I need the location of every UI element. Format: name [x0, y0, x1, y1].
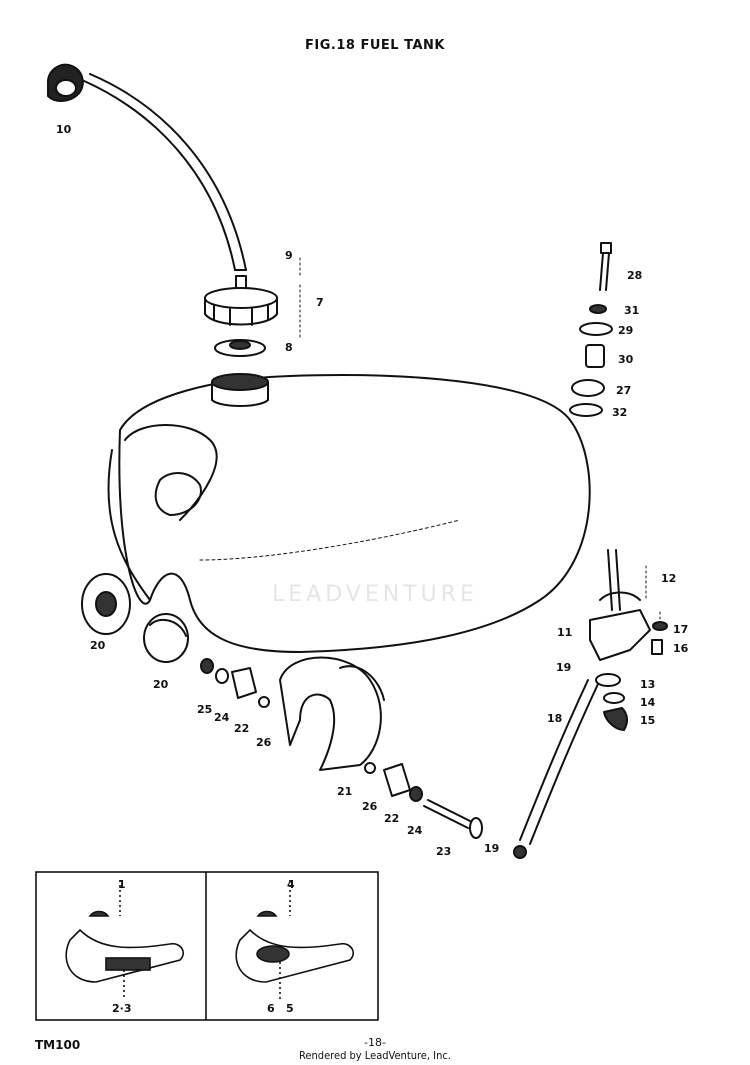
callout-14: 14 — [640, 696, 656, 709]
fuel-tank — [107, 373, 591, 653]
washer-24b — [409, 786, 423, 802]
washer-32 — [569, 403, 603, 417]
callout-22a: 22 — [234, 722, 249, 735]
cap-gasket — [214, 339, 266, 357]
callout-5: 5 — [286, 1002, 294, 1015]
callout-26b: 26 — [362, 800, 378, 813]
callout-20b: 20 — [153, 678, 169, 691]
cushion-22b — [383, 763, 411, 797]
callout-22b: 22 — [384, 812, 399, 825]
callout-12: 12 — [661, 572, 676, 585]
mount-bolt-23 — [423, 799, 483, 839]
callout-1: 1 — [118, 878, 126, 891]
callout-27: 27 — [616, 384, 631, 397]
washer-24 — [215, 668, 229, 684]
model-code: TM100 — [35, 1038, 81, 1052]
callout-30: 30 — [618, 353, 634, 366]
callout-25: 25 — [197, 703, 212, 716]
collar-26 — [258, 696, 270, 708]
nut-25 — [200, 658, 214, 674]
washer-29 — [579, 322, 613, 336]
callout-29: 29 — [618, 324, 633, 337]
callout-6: 6 — [267, 1002, 275, 1015]
callout-8: 8 — [285, 341, 293, 354]
knee-grip-rubber-2 — [143, 613, 189, 663]
callout-9: 9 — [285, 249, 293, 262]
callout-24b: 24 — [407, 824, 423, 837]
callout-24a: 24 — [214, 711, 230, 724]
collar-30 — [585, 344, 605, 368]
callout-13: 13 — [640, 678, 655, 691]
watermark: LEADVENTURE — [272, 582, 478, 607]
callout-15: 15 — [640, 714, 655, 727]
callout-32: 32 — [612, 406, 627, 419]
mount-bolt — [599, 242, 612, 291]
callout-21: 21 — [337, 785, 352, 798]
variant-inset-panel — [35, 871, 379, 1021]
callout-31: 31 — [624, 304, 639, 317]
fuel-cock — [589, 549, 668, 731]
callout-4: 4 — [287, 878, 295, 891]
callout-23c: 2·3 — [112, 1002, 132, 1015]
callout-7: 7 — [316, 296, 324, 309]
callout-19a: 19 — [556, 661, 571, 674]
collar-26b — [364, 762, 376, 774]
washer-31 — [589, 304, 607, 314]
callout-16: 16 — [673, 642, 689, 655]
knee-grip-rubber — [81, 573, 131, 635]
cushion-22 — [231, 667, 257, 699]
callout-17: 17 — [673, 623, 688, 636]
callout-10: 10 — [56, 123, 72, 136]
tank-mount-bracket — [279, 656, 385, 771]
fuel-hose — [513, 679, 599, 859]
cushion-27 — [571, 379, 605, 397]
hose-cap — [47, 63, 84, 102]
callout-26a: 26 — [256, 736, 272, 749]
breather-hose — [81, 73, 247, 271]
callout-18: 18 — [547, 712, 562, 725]
figure-title: FIG.18 FUEL TANK — [305, 38, 445, 53]
callout-23: 23 — [436, 845, 451, 858]
rendered-by-credit: Rendered by LeadVenture, Inc. — [299, 1049, 451, 1062]
callout-11: 11 — [557, 626, 572, 639]
callout-19b: 19 — [484, 842, 499, 855]
callout-28: 28 — [627, 269, 642, 282]
page-number: -18- — [364, 1036, 386, 1049]
callout-20a: 20 — [90, 639, 106, 652]
fuel-cap — [204, 275, 278, 326]
